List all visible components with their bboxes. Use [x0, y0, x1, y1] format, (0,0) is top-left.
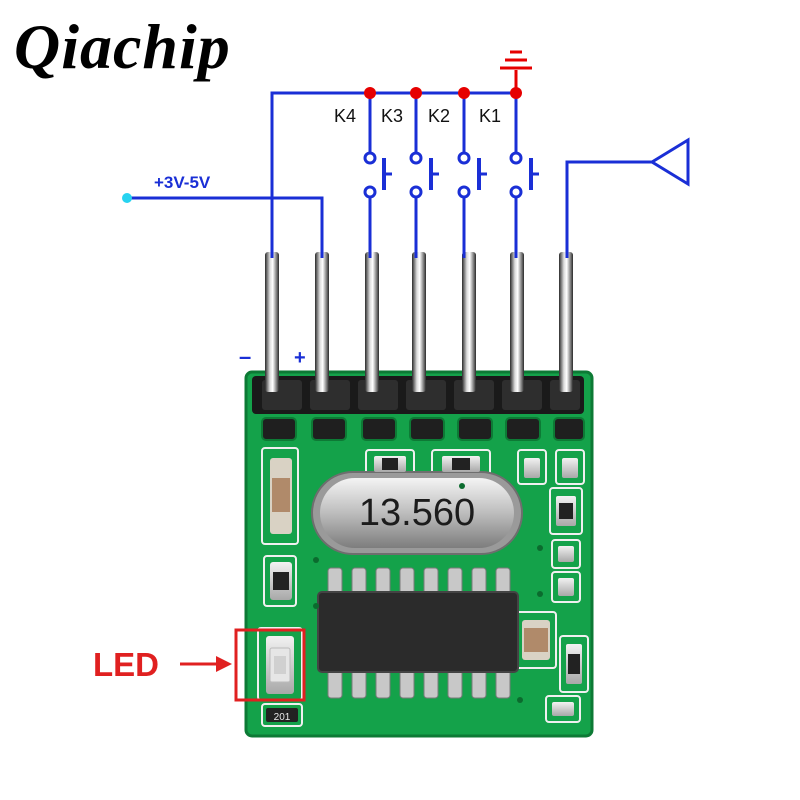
key-label-k1: K1 — [479, 106, 501, 126]
crystal-oscillator: 13.560 — [311, 471, 523, 555]
ground-icon — [500, 50, 532, 70]
supply-voltage-label: +3V-5V — [154, 173, 211, 192]
led-highlight-box — [234, 628, 306, 702]
crystal-marking: 13.560 — [359, 492, 475, 534]
minus-label: – — [239, 344, 251, 369]
led-component — [266, 636, 294, 694]
header-pins — [265, 252, 573, 392]
key-label-k3: K3 — [381, 106, 403, 126]
led-callout: LED — [93, 628, 306, 702]
encoder-chip — [317, 567, 519, 699]
key-label-k4: K4 — [334, 106, 356, 126]
brand-logo: Qiachip — [14, 11, 231, 82]
push-button-k2 — [457, 151, 487, 199]
supply-terminal-icon — [122, 193, 132, 203]
pcb-board: 13.560 — [244, 370, 594, 738]
smd-components: 201 — [266, 456, 582, 723]
resistor-marking: 201 — [274, 712, 291, 723]
arrow-right-icon — [216, 656, 232, 672]
push-button-k1 — [509, 151, 539, 199]
key-label-k2: K2 — [428, 106, 450, 126]
push-button-k4 — [363, 151, 392, 199]
push-buttons — [363, 151, 539, 199]
led-callout-label: LED — [93, 646, 159, 683]
wiring-diagram — [128, 70, 690, 258]
plus-label: + — [294, 347, 306, 369]
junction-dots — [364, 87, 522, 99]
push-button-k3 — [409, 151, 439, 199]
